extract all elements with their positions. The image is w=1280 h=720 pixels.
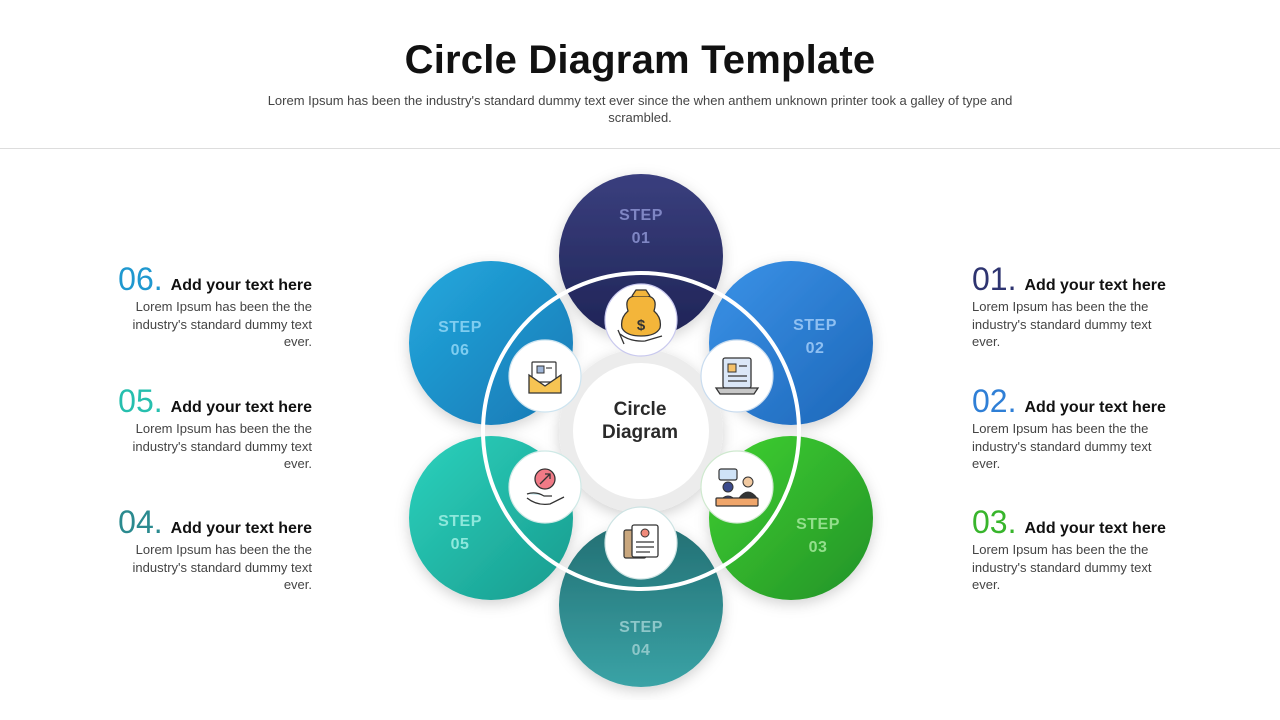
item-number: 05. <box>118 383 163 419</box>
circle-diagram: $ <box>409 174 873 687</box>
item-text: Lorem Ipsum has been the the industry's … <box>132 421 313 471</box>
item-text: Lorem Ipsum has been the the industry's … <box>972 542 1152 592</box>
center-label-line2: Diagram <box>601 422 679 443</box>
page-subtitle: Lorem Ipsum has been the industry's stan… <box>267 93 1013 125</box>
item-text: Lorem Ipsum has been the the industry's … <box>972 421 1152 471</box>
resume-document-icon <box>623 524 659 559</box>
page-title: Circle Diagram Template <box>404 38 876 82</box>
header-divider <box>0 148 1280 149</box>
info-item-06: 06. Add your text here Lorem Ipsum has be… <box>92 262 312 351</box>
item-title: Add your text here <box>1024 399 1166 416</box>
item-title: Add your text here <box>1024 277 1166 294</box>
inner-ring <box>481 271 801 591</box>
envelope-profile-icon <box>528 361 562 394</box>
item-title: Add your text here <box>1024 520 1166 537</box>
money-bag-hand-icon: $ <box>617 289 663 345</box>
hand-growth-icon <box>526 468 565 506</box>
step-circle-04 <box>559 523 723 687</box>
center-label-line1: Circle <box>613 399 667 420</box>
step-circle-01 <box>559 174 723 338</box>
item-title: Add your text here <box>170 399 312 416</box>
item-number: 06. <box>118 261 163 297</box>
info-item-03: 03. Add your text here Lorem Ipsum has be… <box>972 505 1192 594</box>
item-text: Lorem Ipsum has been the the industry's … <box>972 299 1152 349</box>
item-number: 03. <box>972 504 1017 540</box>
meeting-chat-icon <box>715 468 759 507</box>
info-item-05: 05. Add your text here Lorem Ipsum has be… <box>92 384 312 473</box>
icon-badge-03 <box>700 450 774 524</box>
document-laptop-icon <box>714 357 760 395</box>
item-number: 02. <box>972 383 1017 419</box>
center-disc <box>573 363 709 499</box>
item-text: Lorem Ipsum has been the the industry's … <box>132 542 313 592</box>
item-number: 04. <box>118 504 163 540</box>
svg-text:$: $ <box>637 317 646 334</box>
info-item-01: 01. Add your text here Lorem Ipsum has be… <box>972 262 1192 351</box>
info-item-02: 02. Add your text here Lorem Ipsum has be… <box>972 384 1192 473</box>
item-number: 01. <box>972 261 1017 297</box>
info-item-04: 04. Add your text here Lorem Ipsum has be… <box>92 505 312 594</box>
item-title: Add your text here <box>170 277 312 294</box>
item-title: Add your text here <box>170 520 312 537</box>
center-label: Circle Diagram <box>570 398 710 444</box>
item-text: Lorem Ipsum has been the the industry's … <box>132 299 313 349</box>
